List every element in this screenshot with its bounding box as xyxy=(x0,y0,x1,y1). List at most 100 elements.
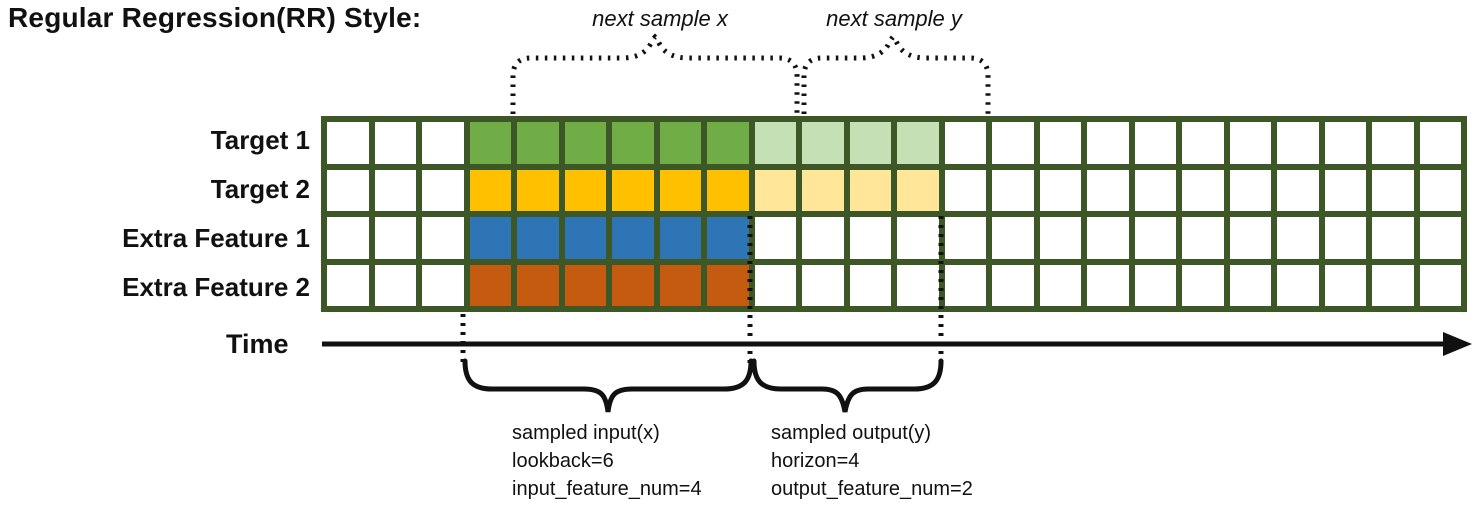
grid-cell xyxy=(707,169,749,211)
grid-cell xyxy=(944,169,986,211)
next-sample-x-brace xyxy=(510,33,800,114)
grid-cell xyxy=(1134,264,1176,306)
sample-grid xyxy=(321,116,1467,312)
grid-cell xyxy=(1039,122,1081,164)
grid-cell xyxy=(659,169,701,211)
grid-cell xyxy=(612,169,654,211)
grid-cell xyxy=(422,122,464,164)
sampled-output-title: sampled output(y) xyxy=(771,422,932,444)
grid-cell xyxy=(422,217,464,259)
grid-cell xyxy=(659,264,701,306)
grid-cell xyxy=(659,217,701,259)
grid-cell xyxy=(754,169,796,211)
next-sample-x-label: next sample x xyxy=(592,6,728,31)
grid-cell xyxy=(802,122,844,164)
grid-cell xyxy=(517,122,559,164)
grid-cell xyxy=(659,122,701,164)
grid-cell xyxy=(897,217,939,259)
grid-cell xyxy=(1039,264,1081,306)
grid-cell xyxy=(374,264,416,306)
grid-cell xyxy=(944,122,986,164)
grid-cell xyxy=(1182,264,1224,306)
grid-cell xyxy=(327,122,369,164)
grid-cell xyxy=(1182,122,1224,164)
grid-cell xyxy=(374,169,416,211)
grid-cell xyxy=(1039,169,1081,211)
grid-cell xyxy=(1039,217,1081,259)
row-label-extra-feature-1: Extra Feature 1 xyxy=(122,223,310,253)
sampled-input-annotation: sampled input(x) lookback=6 input_featur… xyxy=(512,419,702,503)
grid-cell xyxy=(1324,169,1366,211)
grid-cell xyxy=(469,122,511,164)
grid-cell xyxy=(802,169,844,211)
grid-cell xyxy=(1277,217,1319,259)
grid-cell xyxy=(802,264,844,306)
grid-cell xyxy=(1182,169,1224,211)
grid-cell xyxy=(897,122,939,164)
grid-cell xyxy=(612,122,654,164)
grid-cell xyxy=(327,217,369,259)
grid-cell xyxy=(897,264,939,306)
time-axis-label: Time xyxy=(226,329,289,359)
grid-cell xyxy=(707,122,749,164)
grid-cell xyxy=(1277,169,1319,211)
grid-cell xyxy=(754,217,796,259)
grid-cell xyxy=(1087,169,1129,211)
grid-cell xyxy=(1372,169,1414,211)
grid-cell xyxy=(374,217,416,259)
grid-cell xyxy=(327,264,369,306)
grid-cell xyxy=(1324,122,1366,164)
grid-cell xyxy=(1229,217,1271,259)
grid-cell xyxy=(564,264,606,306)
grid-cell xyxy=(564,217,606,259)
grid-cell xyxy=(1229,169,1271,211)
grid-cell xyxy=(1134,217,1176,259)
row-label-target-1: Target 1 xyxy=(210,125,310,155)
grid-cell xyxy=(422,264,464,306)
horizon-value: horizon=4 xyxy=(771,450,860,472)
grid-cell xyxy=(469,264,511,306)
grid-cell xyxy=(612,217,654,259)
grid-cell xyxy=(517,169,559,211)
grid-cell xyxy=(707,217,749,259)
grid-cell xyxy=(897,169,939,211)
grid-cell xyxy=(944,217,986,259)
grid-cell xyxy=(1372,217,1414,259)
grid-cell xyxy=(992,217,1034,259)
grid-cell xyxy=(992,264,1034,306)
row-label-extra-feature-2: Extra Feature 2 xyxy=(122,272,310,302)
grid-cell xyxy=(1419,217,1461,259)
grid-cell xyxy=(754,122,796,164)
grid-cell xyxy=(517,264,559,306)
grid-cell xyxy=(1134,122,1176,164)
grid-cell xyxy=(327,169,369,211)
grid-cell xyxy=(564,169,606,211)
grid-cell xyxy=(849,217,891,259)
grid-cell xyxy=(849,264,891,306)
grid-cell xyxy=(422,169,464,211)
grid-cell xyxy=(1324,217,1366,259)
grid-cell xyxy=(469,217,511,259)
grid-cell xyxy=(1087,122,1129,164)
grid-cell xyxy=(1372,122,1414,164)
sampled-output-brace xyxy=(751,358,944,413)
grid-cell xyxy=(374,122,416,164)
grid-cell xyxy=(944,264,986,306)
lookback-value: lookback=6 xyxy=(512,450,614,472)
grid-cell xyxy=(1419,169,1461,211)
row-label-target-2: Target 2 xyxy=(210,174,310,204)
grid-cell xyxy=(1419,264,1461,306)
grid-cell xyxy=(1324,264,1366,306)
diagram-title: Regular Regression(RR) Style: xyxy=(8,2,422,33)
row-labels: Target 1 Target 2 Extra Feature 1 Extra … xyxy=(0,116,310,312)
grid-cell xyxy=(517,217,559,259)
time-axis-arrowhead xyxy=(1443,332,1472,356)
grid-cell xyxy=(849,122,891,164)
grid-cell xyxy=(802,217,844,259)
grid-cell xyxy=(469,169,511,211)
sampled-input-brace xyxy=(462,358,754,413)
sampled-output-annotation: sampled output(y) horizon=4 output_featu… xyxy=(771,419,973,503)
grid-cell xyxy=(1277,264,1319,306)
grid-cell xyxy=(1372,264,1414,306)
sampled-input-title: sampled input(x) xyxy=(512,422,660,444)
